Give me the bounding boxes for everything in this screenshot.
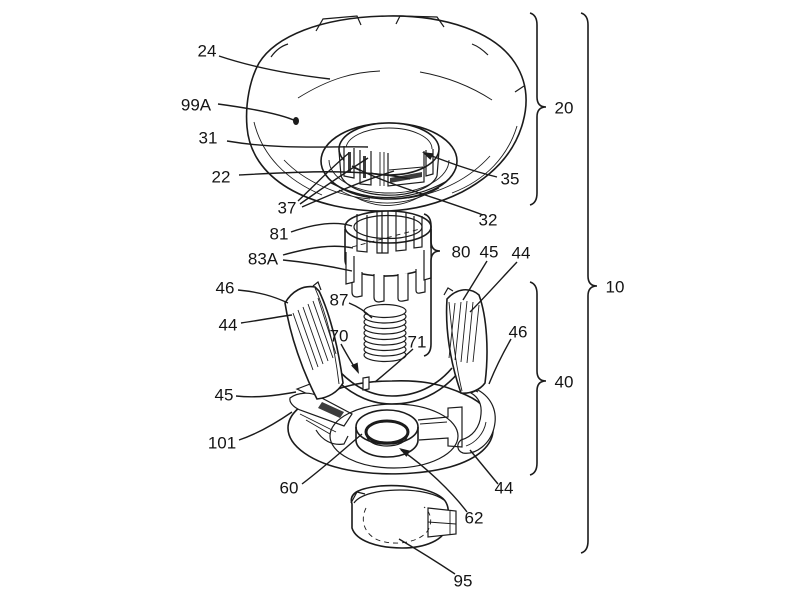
ref-label-81: 81	[270, 225, 289, 244]
dome-top-tab	[395, 15, 445, 28]
ref-label-83A: 83A	[248, 250, 279, 269]
leader-line-44-upper	[469, 261, 518, 313]
leader-line-60	[301, 433, 363, 485]
leader-line-44-lower-right	[469, 449, 499, 485]
ref-label-70: 70	[330, 327, 349, 346]
leader-line-99A	[217, 103, 297, 122]
leader-line-46-upper-left	[237, 289, 289, 304]
leader-line-24	[218, 55, 331, 80]
ref-label-44-lower-right: 44	[495, 479, 514, 498]
ref-label-80: 80	[452, 243, 471, 262]
cup-tab	[427, 507, 457, 538]
leader-line-45-lower	[235, 391, 297, 398]
leader-line-87	[348, 302, 373, 319]
leader-line-62	[400, 449, 468, 513]
ref-label-10: 10	[606, 278, 625, 297]
coil-spring-part	[363, 303, 407, 363]
yoke-body-part	[284, 281, 496, 475]
ref-label-46-upper-left: 46	[216, 279, 235, 298]
brace-bracket-40	[529, 281, 547, 476]
leader-line-31	[226, 140, 369, 148]
leader-line-83A	[282, 245, 354, 272]
leader-line-46-right	[488, 338, 512, 385]
ref-label-101: 101	[208, 434, 236, 453]
leader-line-45-upper	[462, 260, 488, 301]
leader-line-101	[238, 411, 293, 441]
reference-numerals: 24 99A 31 22 37 35 32 81 83A 45 44 46 44 87 70 71 46 45 10…	[181, 42, 625, 591]
leader-line-37	[297, 152, 395, 208]
dome-top-tab	[315, 15, 362, 32]
leader-line-71	[374, 348, 414, 383]
ref-label-62: 62	[465, 509, 484, 528]
ref-label-60: 60	[280, 479, 299, 498]
leader-line-22	[238, 171, 411, 180]
ref-label-40: 40	[555, 373, 574, 392]
ref-label-37: 37	[278, 199, 297, 218]
ref-label-32: 32	[479, 211, 498, 230]
leader-line-32	[351, 165, 484, 216]
ref-label-71: 71	[408, 333, 427, 352]
castellated-retainer-part	[344, 210, 432, 303]
ref-label-31: 31	[199, 129, 218, 148]
ref-label-22: 22	[212, 168, 231, 187]
leader-arrowhead-70	[351, 362, 359, 374]
leader-arrowhead-35	[422, 152, 434, 160]
left-wing	[284, 281, 344, 400]
ref-label-44-upper: 44	[512, 244, 531, 263]
right-wing	[443, 287, 488, 394]
collar-window	[387, 151, 425, 187]
ref-label-20: 20	[555, 99, 574, 118]
ref-label-35: 35	[501, 170, 520, 189]
ref-label-46-right: 46	[509, 323, 528, 342]
ref-label-45-upper: 45	[480, 243, 499, 262]
ref-label-24: 24	[198, 42, 217, 61]
dome-cap-part	[245, 15, 527, 212]
ref-label-87: 87	[330, 291, 349, 310]
brace-bracket-80	[423, 213, 441, 357]
retainer-prong	[373, 274, 385, 303]
keyhole-slot	[417, 406, 463, 448]
leader-line-81	[290, 222, 353, 233]
brace-bracket-10	[580, 12, 598, 554]
ref-label-44-left: 44	[219, 316, 238, 335]
ref-label-45-lower: 45	[215, 386, 234, 405]
bottom-cup-part	[350, 484, 457, 549]
retainer-prong	[415, 267, 426, 294]
ref-label-99A: 99A	[181, 96, 212, 115]
spring-seat-peg	[362, 376, 370, 391]
ref-label-95: 95	[454, 572, 473, 591]
brace-bracket-20	[529, 12, 547, 206]
leader-lines	[217, 12, 598, 575]
leader-arrowhead-62	[399, 448, 411, 457]
leader-line-44-left	[240, 314, 293, 324]
retainer-prong	[397, 273, 409, 302]
leader-line-95	[398, 538, 456, 575]
